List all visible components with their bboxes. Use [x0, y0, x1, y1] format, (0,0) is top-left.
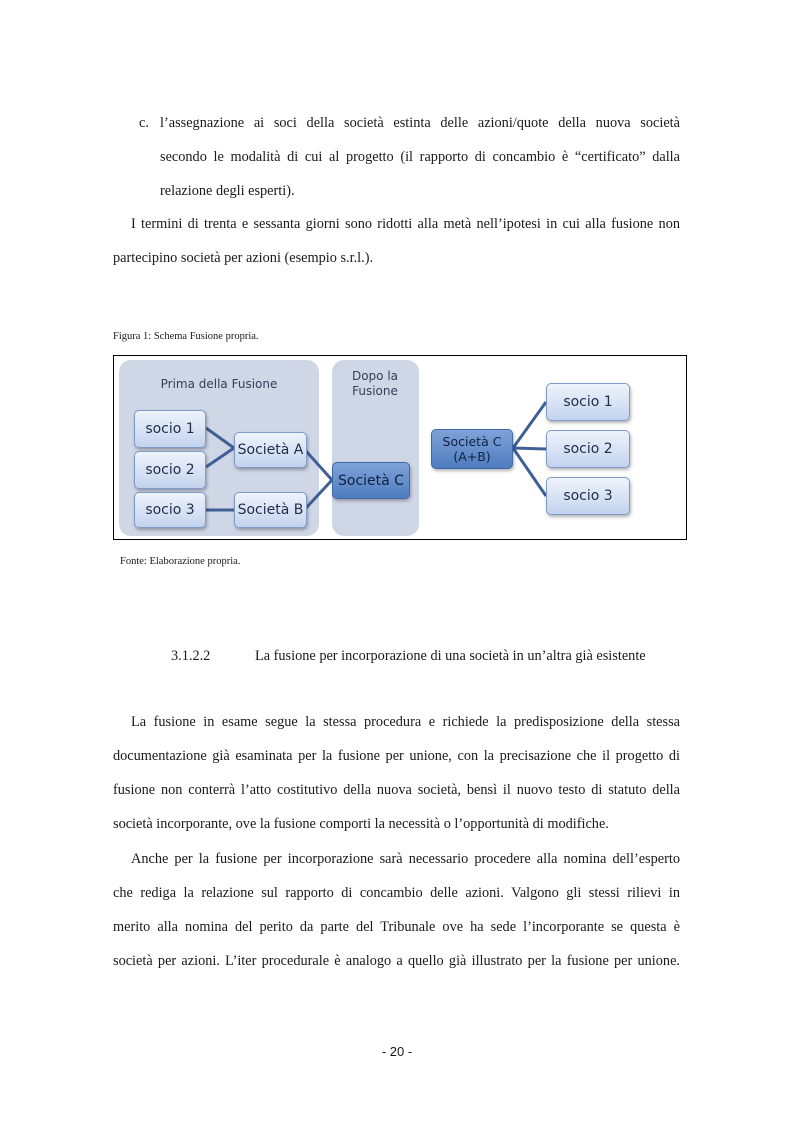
box-societa-c: Società C [332, 462, 410, 499]
paragraph-fusione-line-1: La fusione in esame segue la stessa proc… [131, 714, 680, 730]
connector-lines [205, 401, 548, 512]
section-title: La fusione per incorporazione di una soc… [255, 648, 646, 664]
line-c-ab-socio3 [511, 447, 548, 497]
paragraph-fusione-line-3: fusione non conterrà l’atto costitutivo … [113, 782, 680, 798]
box-socio-2-left: socio 2 [134, 451, 206, 489]
line-societa-b-societa-c [304, 478, 334, 510]
group-before-label: Prima della Fusione [160, 377, 278, 391]
section-number: 3.1.2.2 [171, 648, 211, 664]
box-socio-3-right: socio 3 [546, 477, 630, 515]
box-societa-c-ab: Società C (A+B) [431, 429, 513, 469]
figure-caption: Figura 1: Schema Fusione propria. [113, 331, 259, 342]
paragraph-termini-line-2: partecipino società per azioni (esempio … [113, 250, 374, 266]
paragraph-termini-line-1: I termini di trenta e sessanta giorni so… [131, 216, 680, 232]
box-socio-3-left: socio 3 [134, 492, 206, 528]
box-socio-1-right: socio 1 [546, 383, 630, 421]
line-socio2-societa-a [205, 446, 235, 469]
figure-source: Fonte: Elaborazione propria. [120, 556, 241, 567]
paragraph-anche-line-1: Anche per la fusione per incorporazione … [131, 851, 680, 867]
box-socio-2-right: socio 2 [546, 430, 630, 468]
fusion-diagram: Prima della Fusione Dopo la Fusione soci… [113, 355, 687, 540]
paragraph-fusione-line-4: società incorporante, ove la fusione com… [113, 816, 609, 832]
paragraph-fusione-line-2: documentazione già esaminata per la fusi… [113, 748, 680, 764]
box-societa-c-ab-label: Società C (A+B) [442, 434, 502, 464]
list-marker-c: c. [139, 115, 149, 131]
line-socio1-societa-a [205, 426, 235, 450]
line-c-ab-socio2 [512, 446, 547, 451]
paragraph-anche-line-3: merito alla nomina del perito da parte d… [113, 919, 680, 935]
box-societa-b: Società B [234, 492, 307, 528]
list-item-c-line-1: l’assegnazione ai soci della società est… [160, 115, 680, 131]
box-socio-1-left: socio 1 [134, 410, 206, 448]
group-after-fusion [332, 360, 419, 536]
group-after-label: Dopo la Fusione [351, 369, 399, 398]
line-c-ab-socio1 [511, 401, 548, 449]
paragraph-anche-line-2: che rediga la relazione sul rapporto di … [113, 885, 680, 901]
page-number: - 20 - [381, 1044, 413, 1059]
line-societa-a-societa-c [304, 449, 334, 482]
paragraph-anche-line-4: società per azioni. L’iter procedurale è… [113, 953, 680, 969]
list-item-c-line-3: relazione degli esperti). [160, 183, 295, 199]
box-societa-a: Società A [234, 432, 307, 468]
list-item-c-line-2: secondo le modalità di cui al progetto (… [160, 149, 680, 165]
